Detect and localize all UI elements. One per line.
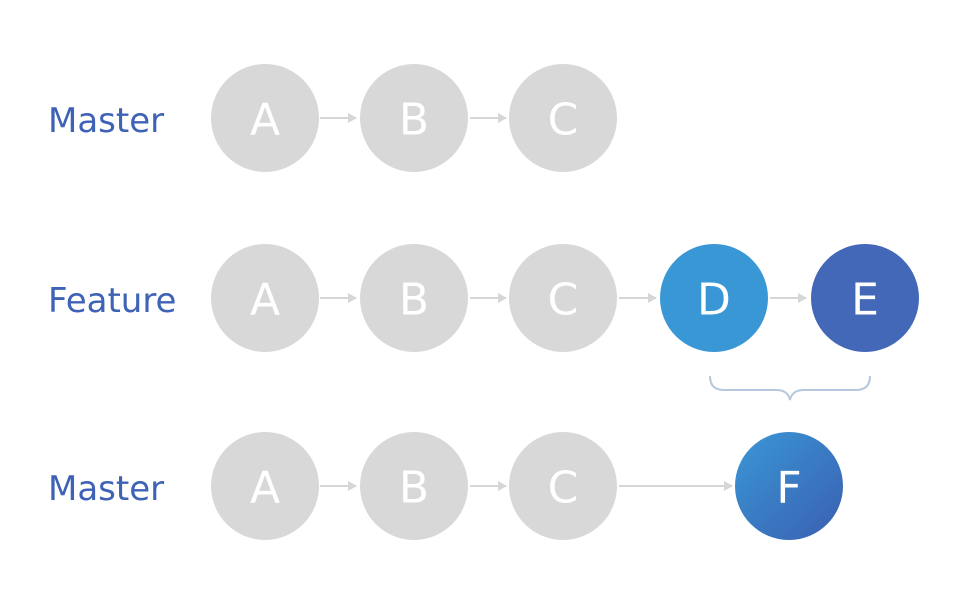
commit-node-a: A <box>211 64 319 172</box>
commit-node-a: A <box>211 432 319 540</box>
commit-node-b: B <box>360 244 468 352</box>
svg-text:B: B <box>399 275 429 326</box>
svg-text:A: A <box>250 463 280 514</box>
commit-node-c: C <box>509 432 617 540</box>
commit-node-e: E <box>811 244 919 352</box>
svg-text:E: E <box>851 275 879 326</box>
commit-node-c: C <box>509 244 617 352</box>
row-feature: Feature A B C D E <box>48 244 919 352</box>
row-label-feature: Feature <box>48 281 176 321</box>
row-master-top: Master A B C <box>48 64 617 172</box>
commit-node-f: F <box>735 432 843 540</box>
svg-text:B: B <box>399 95 429 146</box>
svg-text:A: A <box>250 275 280 326</box>
commit-node-d: D <box>660 244 768 352</box>
row-label-master-top: Master <box>48 101 164 141</box>
row-label-master-bottom: Master <box>48 469 164 509</box>
svg-text:D: D <box>697 275 731 326</box>
commit-node-c: C <box>509 64 617 172</box>
svg-text:C: C <box>548 275 579 326</box>
commit-node-b: B <box>360 64 468 172</box>
svg-text:B: B <box>399 463 429 514</box>
row-master-bottom: Master A B C F <box>48 432 843 540</box>
commit-node-b: B <box>360 432 468 540</box>
svg-text:C: C <box>548 463 579 514</box>
squash-brace <box>709 375 871 401</box>
svg-text:A: A <box>250 95 280 146</box>
commit-node-a: A <box>211 244 319 352</box>
svg-text:C: C <box>548 95 579 146</box>
svg-text:F: F <box>776 463 801 514</box>
